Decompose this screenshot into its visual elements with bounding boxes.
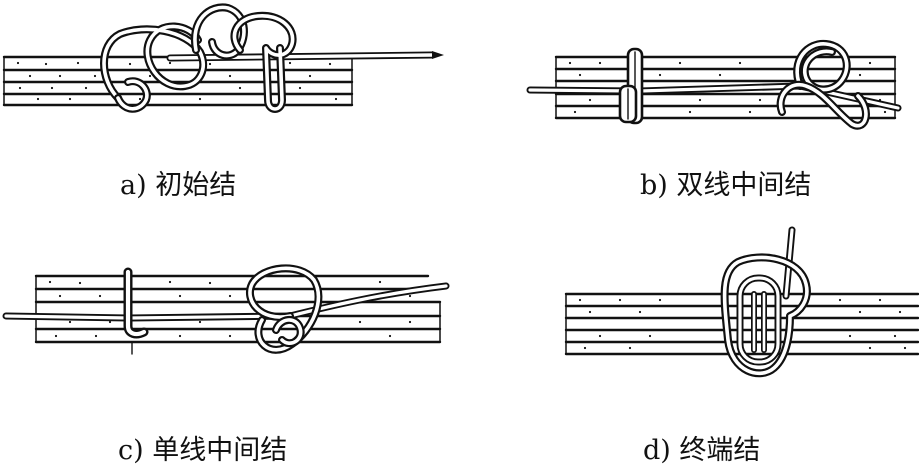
panel-a-drawing bbox=[2, 3, 444, 113]
panel-d-stipple bbox=[578, 298, 907, 350]
panel-d-knot bbox=[720, 253, 811, 378]
panel-a-strands bbox=[2, 55, 354, 107]
panel-a-stipple bbox=[16, 61, 338, 101]
panel-b-wraps bbox=[618, 47, 644, 125]
panel-c-stipple bbox=[48, 280, 412, 338]
panel-b-knot bbox=[776, 39, 870, 130]
panel-b-drawing bbox=[526, 39, 902, 130]
panel-b-stipple bbox=[568, 61, 887, 114]
caption-panel-b: b) 双线中间结 bbox=[640, 170, 812, 201]
caption-panel-c: c) 单线中间结 bbox=[118, 435, 288, 466]
panel-b-thread-line bbox=[526, 82, 902, 112]
panel-a-needle bbox=[166, 51, 444, 62]
panel-d-drawing bbox=[564, 226, 919, 378]
caption-panel-a: a) 初始结 bbox=[120, 170, 237, 201]
panel-c-drawing bbox=[2, 264, 450, 355]
panel-a-thread bbox=[100, 3, 297, 113]
panel-c-thread bbox=[2, 264, 450, 354]
caption-panel-d: d) 终端结 bbox=[643, 435, 761, 466]
